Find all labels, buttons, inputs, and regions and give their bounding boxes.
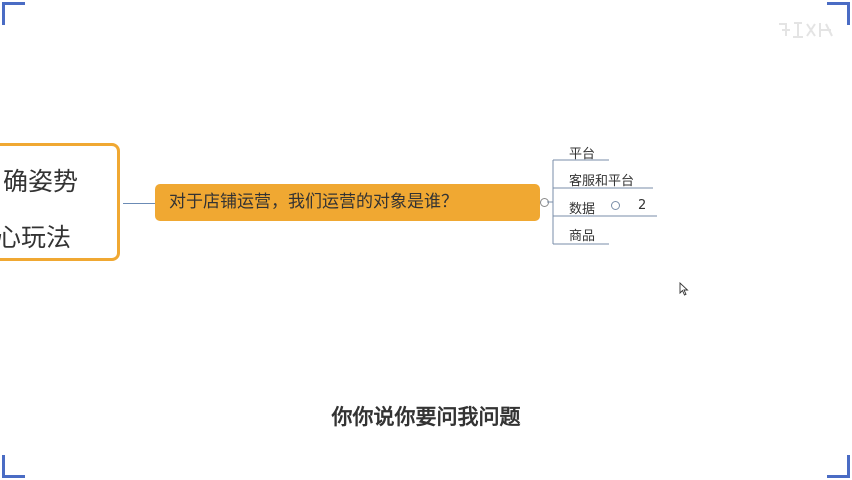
topic-node[interactable]: 对于店铺运营，我们运营的对象是谁？ <box>155 184 540 221</box>
corner-bracket-top-left <box>2 2 25 25</box>
root-to-topic-connector <box>123 203 155 204</box>
branch-item-platform[interactable]: 平台 <box>569 147 596 162</box>
root-node[interactable]: 确姿势 心玩法 <box>0 143 120 261</box>
watermark-logo <box>779 22 833 38</box>
topic-node-label: 对于店铺运营，我们运营的对象是谁？ <box>169 192 458 212</box>
branch-connectors <box>547 159 657 245</box>
branch-item-products[interactable]: 商品 <box>569 229 596 244</box>
corner-bracket-top-right <box>827 2 850 25</box>
branch-item-data[interactable]: 数据 <box>569 202 596 217</box>
corner-bracket-bottom-left <box>2 455 25 478</box>
root-node-line-2: 心玩法 <box>0 223 72 252</box>
root-node-line-1: 确姿势 <box>3 167 79 196</box>
subtitle-caption: 你你说你要问我问题 <box>331 405 521 429</box>
mouse-pointer-icon <box>679 282 689 296</box>
expand-circle-icon[interactable] <box>611 201 620 210</box>
branch-item-service-and-platform[interactable]: 客服和平台 <box>569 174 635 189</box>
collapsed-count-badge: 2 <box>638 198 647 213</box>
corner-bracket-bottom-right <box>827 455 850 478</box>
